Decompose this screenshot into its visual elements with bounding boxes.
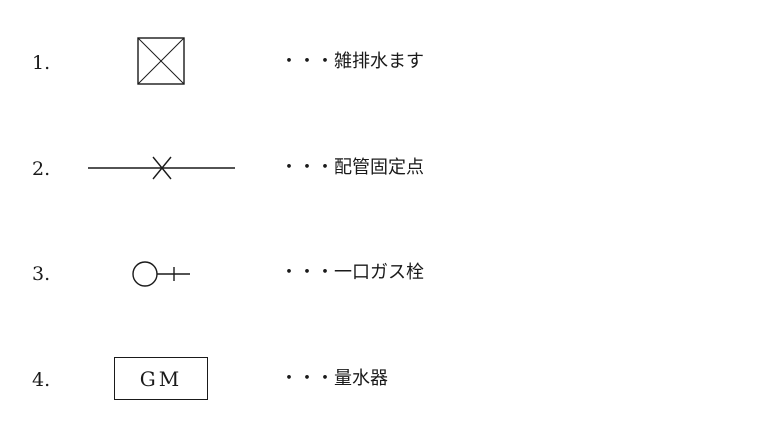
catch-basin-icon	[137, 37, 185, 85]
item-description: ・・・量水器	[280, 368, 388, 389]
water-meter-label: GM	[139, 366, 183, 391]
legend-row-1: 1. ・・・雑排水ます	[0, 32, 765, 92]
pipe-fixed-point-icon	[88, 156, 235, 180]
item-number: 1.	[32, 52, 51, 74]
item-number: 3.	[32, 263, 51, 285]
water-meter-icon: GM	[80, 349, 250, 409]
water-meter-box: GM	[114, 357, 208, 400]
item-description: ・・・配管固定点	[280, 157, 424, 178]
item-description: ・・・雑排水ます	[280, 51, 424, 72]
legend-row-3: 3. ・・・一口ガス栓	[0, 243, 765, 303]
item-number: 2.	[32, 158, 51, 180]
item-description: ・・・一口ガス栓	[280, 262, 424, 283]
legend-row-2: 2. ・・・配管固定点	[0, 138, 765, 198]
legend-row-4: 4. GM ・・・量水器	[0, 349, 765, 409]
gas-outlet-icon	[132, 261, 190, 287]
item-number: 4.	[32, 369, 51, 391]
